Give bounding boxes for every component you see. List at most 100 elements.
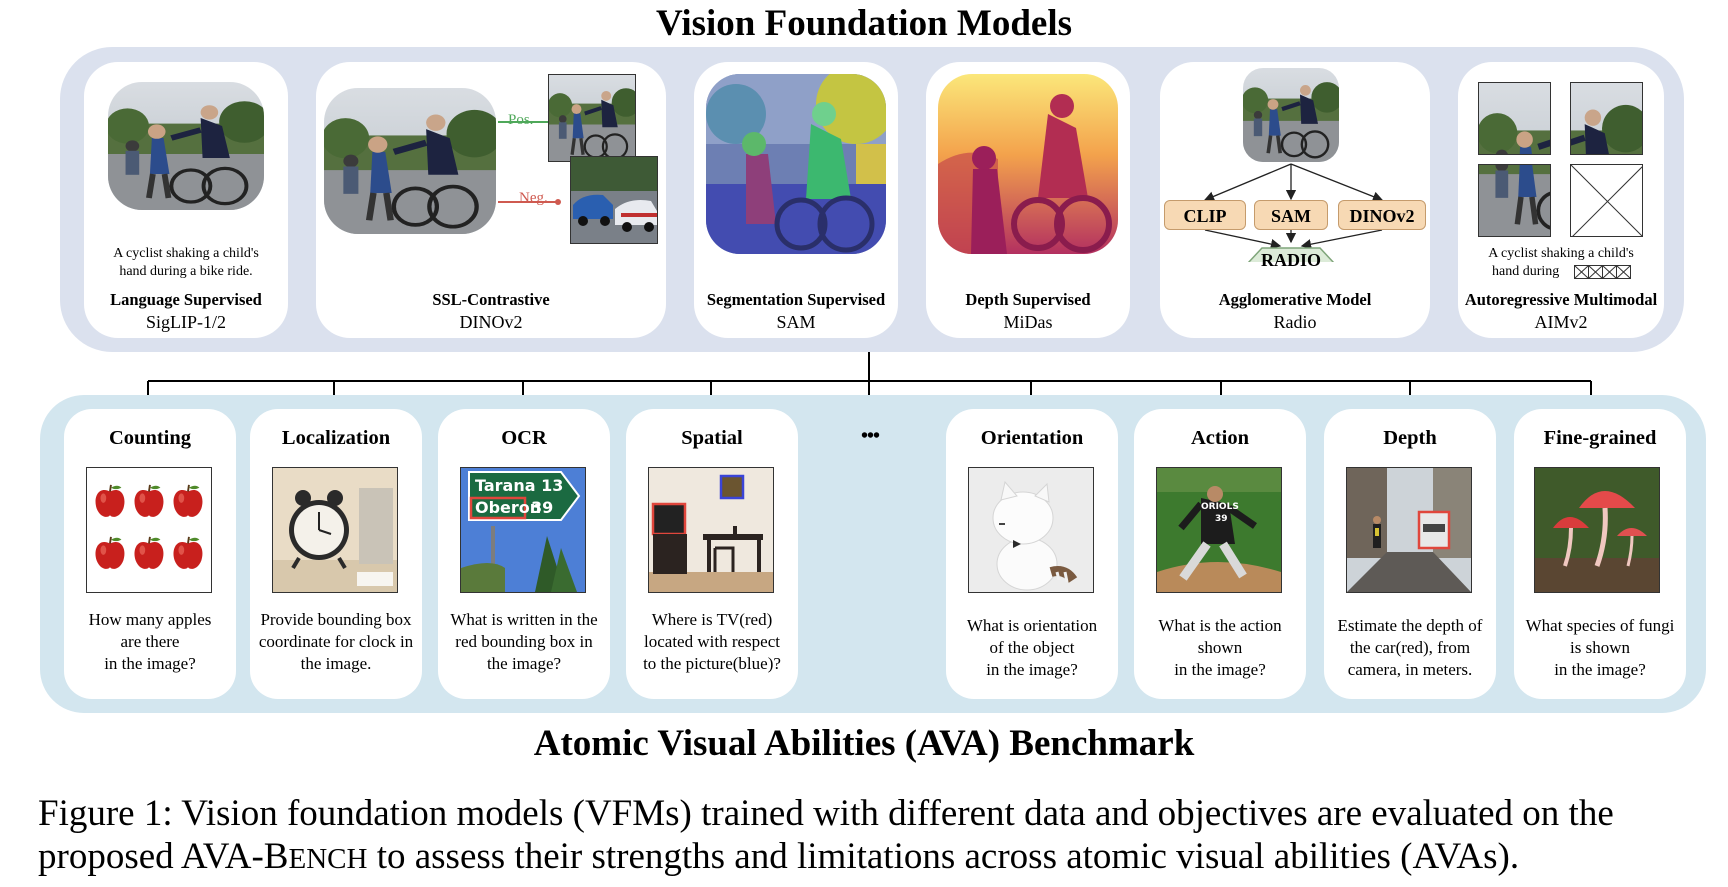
ability-title: Fine-grained [1543,427,1657,449]
figure-label: Figure 1: [38,793,173,834]
model-type: Autoregressive Multimodal [1464,290,1658,309]
fungi-image [1534,467,1660,593]
positive-label: Pos. [508,112,534,128]
question-line-1: Where is TV(red) [651,610,773,629]
model-name: SAM [776,312,816,332]
positive-crop-photo [548,74,636,162]
patch-bottom-left [1478,164,1551,237]
model-card-ssl-contrastive: Pos. Neg. SSL-Contrastive DINOv2 [316,62,666,338]
ability-card-spatial: Spatial Where is TV(red) located with re… [626,409,798,699]
ability-title: OCR [501,427,547,449]
question-line-2: shown [1197,638,1243,657]
jersey-number: 39 [1215,514,1228,524]
negative-cars-photo [570,156,658,244]
apples-image [86,467,212,593]
question-line-3: in the image? [104,654,196,673]
ability-card-depth: Depth Estimate the depth of the car(red)… [1324,409,1496,699]
model-type: Depth Supervised [965,290,1091,309]
model-name: DINOv2 [459,312,523,332]
model-name: SigLIP-1/2 [145,312,226,332]
question-line-2: coordinate for clock in [258,632,414,651]
model-type: Segmentation Supervised [706,290,886,309]
question-line-3: in the image? [986,660,1078,679]
model-card-autoregressive: A cyclist shaking a child's hand during … [1458,62,1664,338]
model-type: SSL-Contrastive [432,290,550,309]
ability-card-fine-grained: Fine-grained What species of fungi is sh… [1514,409,1686,699]
sign-text-line-2b: 39 [531,498,554,517]
model-type: Agglomerative Model [1218,290,1372,309]
sign-text-line-2a: Oberon [475,498,542,517]
teacher-tag-sam: SAM [1254,200,1328,230]
ability-title: Action [1190,427,1250,449]
question-line-2: are there [120,632,180,651]
question-line-1: What species of fungi [1525,616,1675,635]
ability-title: Depth [1383,427,1437,449]
masked-patch [1570,164,1643,237]
model-card-agglomerative: CLIP SAM DINOv2 RADIO Agglomerative Mode… [1160,62,1430,338]
question-line-2: red bounding box in [455,632,593,651]
ability-title: Counting [108,427,192,449]
segmentation-mask-photo [706,74,886,254]
patch-top-right [1570,82,1643,155]
jersey-text: ORIOLS [1201,502,1239,512]
ability-card-localization: Localization Provide bounding box coordi… [250,409,422,699]
image-caption-line-1: A cyclist shaking a child's [113,246,259,261]
teacher-tag-clip: CLIP [1164,200,1246,230]
model-card-depth-supervised: Depth Supervised MiDas [926,62,1130,338]
question-line-2: is shown [1570,638,1630,657]
question-line-2: of the object [989,638,1075,657]
ability-card-counting: Counting How many apples are there in th… [64,409,236,699]
caption-text-1: Vision foundation models (VFMs) trained … [38,793,1614,877]
question-line-3: to the picture(blue)? [643,654,781,673]
distillation-arrows [1203,163,1384,262]
depth-map-photo [938,74,1118,254]
question-line-2: the car(red), from [1349,638,1471,657]
contrastive-arrows [498,121,561,205]
model-card-segmentation-supervised: Segmentation Supervised SAM [694,62,898,338]
figure-caption: Figure 1: Vision foundation models (VFMs… [38,792,1718,881]
room-image [648,467,774,593]
image-caption-line-2: hand during [1492,264,1560,279]
ability-title: Localization [281,427,391,449]
ability-card-ocr: OCR Tarana 13 Oberon 39 What is written … [438,409,610,699]
caption-smallcaps: ENCH [288,843,368,875]
model-name: AIMv2 [1534,312,1588,332]
question-line-3: camera, in meters. [1347,660,1473,679]
road-sign-image: Tarana 13 Oberon 39 [460,467,586,593]
baseball-pitcher-image: ORIOLS 39 [1156,467,1282,593]
patch-top-left [1478,82,1551,155]
question-line-1: Provide bounding box [260,610,412,629]
question-line-3: in the image? [1554,660,1646,679]
sign-text-line-1: Tarana 13 [475,476,564,495]
question-line-1: What is the action [1158,616,1282,635]
model-name: Radio [1273,312,1317,332]
clock-image [272,467,398,593]
question-line-3: the image. [300,654,372,673]
caption-text-2: to assess their strengths and limitation… [367,836,1520,877]
question-line-1: What is written in the [450,610,598,629]
cyclist-photo [324,88,496,234]
model-type: Language Supervised [110,290,262,309]
toy-cat-image [968,467,1094,593]
image-caption-line-1: A cyclist shaking a child's [1488,246,1634,261]
image-caption-line-2: hand during a bike ride. [119,264,253,279]
vfm-title: Vision Foundation Models [656,3,1072,44]
question-line-2: located with respect [644,632,780,651]
teacher-tag-dinov2: DINOv2 [1338,200,1426,230]
ability-title: Orientation [980,427,1084,449]
ability-title: Spatial [681,427,743,449]
ava-benchmark-title: Atomic Visual Abilities (AVA) Benchmark [533,723,1195,764]
ellipsis: ••• [860,425,880,447]
model-name: MiDas [1003,312,1053,332]
question-line-1: How many apples [88,610,212,629]
negative-label: Neg. [519,190,548,206]
question-line-1: Estimate the depth of [1337,616,1483,635]
ability-card-action: Action ORIOLS 39 What is the action show… [1134,409,1306,699]
ability-card-orientation: Orientation What is orientation of the o… [946,409,1118,699]
question-line-3: in the image? [1174,660,1266,679]
student-tag-radio: RADIO [1260,250,1321,270]
question-line-3: the image? [486,654,562,673]
masked-tokens [1574,265,1631,279]
model-card-language-supervised: A cyclist shaking a child's hand during … [84,62,288,338]
question-line-1: What is orientation [966,616,1098,635]
